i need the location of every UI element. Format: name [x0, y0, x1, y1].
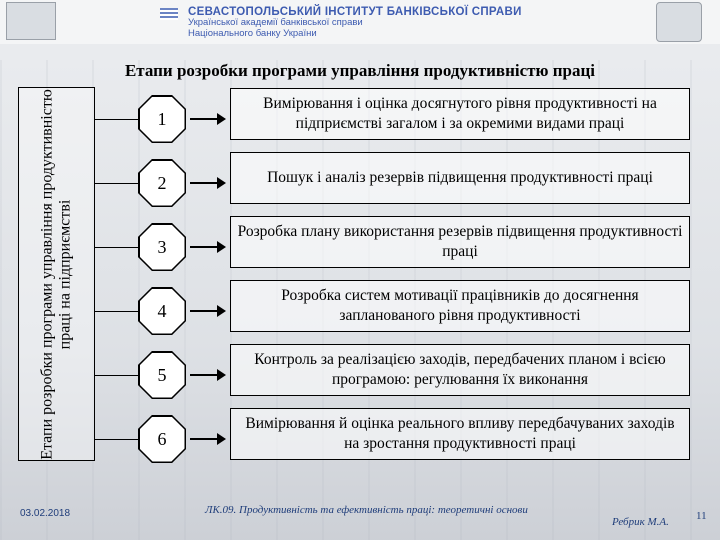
step-box: Вимірювання й оцінка реального впливу пе…	[230, 408, 690, 460]
side-label-text: Етапи розробки програми управління проду…	[38, 89, 73, 460]
arrow-right-icon	[190, 241, 226, 253]
institute-subtitle: Української академії банківської справи …	[188, 17, 488, 39]
step-number: 3	[139, 224, 185, 270]
step-number-octagon: 1	[138, 95, 186, 143]
institute-subtitle-line1: Української академії банківської справи	[188, 17, 363, 28]
ukraine-flag-icon	[160, 8, 178, 20]
footer-author: Ребрик М.А.	[612, 516, 669, 528]
step-number-octagon: 4	[138, 287, 186, 335]
step-box: Розробка систем мотивації працівників до…	[230, 280, 690, 332]
institute-name: СЕВАСТОПОЛЬСЬКИЙ ІНСТИТУТ БАНКІВСЬКОЇ СП…	[188, 6, 522, 18]
arrow-right-icon	[190, 305, 226, 317]
page-number: 11	[696, 510, 707, 522]
arrow-right-icon	[190, 113, 226, 125]
connector-line-1	[94, 119, 138, 120]
connector-line-2	[94, 183, 138, 184]
arrow-right-icon	[190, 369, 226, 381]
step-number: 2	[139, 160, 185, 206]
step-box: Пошук і аналіз резервів підвищення проду…	[230, 152, 690, 204]
step-number: 6	[139, 416, 185, 462]
step-number-octagon: 5	[138, 351, 186, 399]
step-box: Розробка плану використання резервів під…	[230, 216, 690, 268]
bank-emblem-logo	[656, 2, 702, 42]
arrow-right-icon	[190, 433, 226, 445]
connector-line-4	[94, 311, 138, 312]
step-number: 4	[139, 288, 185, 334]
connector-line-5	[94, 375, 138, 376]
header-banner: СЕВАСТОПОЛЬСЬКИЙ ІНСТИТУТ БАНКІВСЬКОЇ СП…	[0, 0, 720, 44]
footer-lecture-title: ЛК.09. Продуктивність та ефективність пр…	[205, 504, 528, 516]
step-number: 1	[139, 96, 185, 142]
footer-date: 03.02.2018	[20, 508, 71, 519]
step-number: 5	[139, 352, 185, 398]
institute-subtitle-line2: Національного банку України	[188, 27, 317, 39]
step-box: Вимірювання і оцінка досягнутого рівня п…	[230, 88, 690, 140]
connector-line-6	[94, 439, 138, 440]
connector-line-3	[94, 247, 138, 248]
slide-title: Етапи розробки програми управління проду…	[124, 61, 596, 80]
step-number-octagon: 3	[138, 223, 186, 271]
step-number-octagon: 2	[138, 159, 186, 207]
step-box: Контроль за реалізацією заходів, передба…	[230, 344, 690, 396]
step-number-octagon: 6	[138, 415, 186, 463]
side-label-box	[18, 87, 95, 461]
arrow-right-icon	[190, 177, 226, 189]
institute-building-logo	[6, 2, 56, 40]
